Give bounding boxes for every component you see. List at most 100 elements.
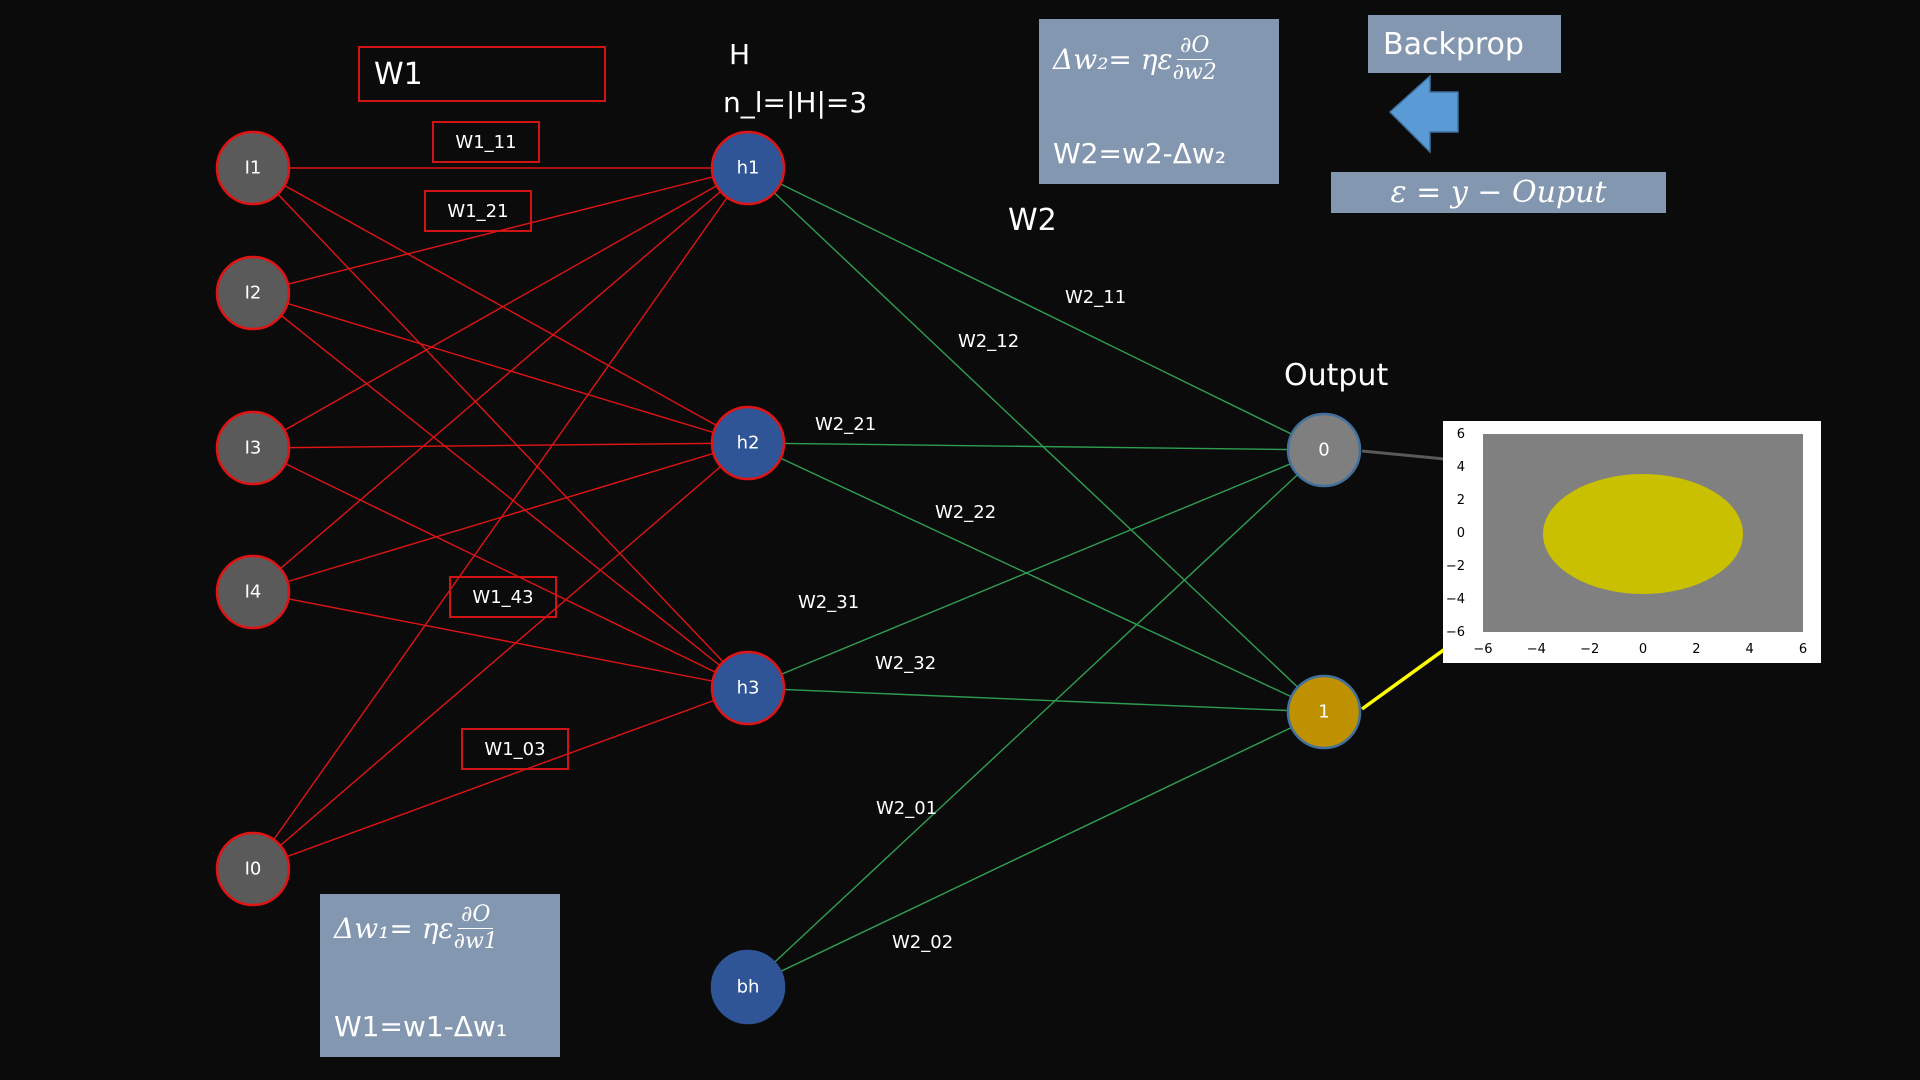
input-node-label: I2 (245, 283, 262, 304)
w2-delta-text: Δw₂= ηε (1053, 43, 1173, 76)
w2-update-formula-panel: Δw₂= ηε ∂O ∂w2 W2=w2-Δw₂ (1039, 19, 1279, 184)
w1-edge (252, 447, 749, 689)
w2-edge (747, 167, 1325, 451)
y-tick-label: −4 (1446, 592, 1465, 607)
w1-delta-formula: Δw₁= ηε ∂O ∂w1 (334, 902, 498, 955)
w2-weight-label: W2_11 (1065, 287, 1126, 308)
w1-weight-box: W1_21 (424, 190, 532, 232)
y-axis-ticks: 6 4 2 0 −2 −4 −6 (1446, 427, 1465, 640)
y-tick-label: 2 (1457, 493, 1465, 508)
bias-node-label: bh (737, 977, 760, 998)
w1-fraction: ∂O ∂w1 (454, 902, 498, 955)
w1-weight-label: W1_03 (484, 738, 546, 760)
x-tick-label: 4 (1746, 642, 1754, 657)
error-formula: ε = y − Ouput (1390, 175, 1607, 210)
w2-fraction-denominator: ∂w2 (1172, 60, 1217, 85)
w1-edges (252, 167, 749, 870)
w2-edges (747, 167, 1325, 988)
w1-weight-label: W1_11 (455, 131, 517, 153)
y-tick-label: 6 (1457, 427, 1465, 442)
w1-edge (252, 687, 749, 870)
w2-edge (747, 449, 1325, 689)
input-node-label: I3 (245, 438, 262, 459)
w1-edge (252, 292, 749, 689)
class-1-region (1543, 474, 1743, 594)
input-node: I0 (215, 831, 291, 907)
w1-weight-label: W1_21 (447, 200, 509, 222)
output-node-circle (1286, 412, 1362, 488)
x-tick-label: −4 (1527, 642, 1546, 657)
w1-weight-box: W1_43 (449, 576, 557, 618)
input-node: I3 (215, 410, 291, 486)
w1-weight-box: W1_11 (432, 121, 540, 163)
input-node-label: I0 (245, 859, 262, 880)
output-node-label: 0 (1318, 440, 1329, 461)
hidden-node: h2 (710, 405, 786, 481)
error-formula-box: ε = y − Ouput (1331, 172, 1666, 213)
w1-weight-label: W1_43 (472, 586, 534, 608)
w2-weight-label: W2_02 (892, 932, 953, 953)
hidden-node-circle (710, 650, 786, 726)
x-tick-label: 6 (1799, 642, 1807, 657)
w1-edge (252, 167, 749, 444)
x-tick-label: 0 (1639, 642, 1647, 657)
w2-fraction: ∂O ∂w2 (1173, 33, 1217, 86)
w1-update-rule: W1=w1-Δw₁ (334, 1010, 508, 1043)
input-node-circle (215, 255, 291, 331)
y-tick-label: −2 (1446, 559, 1465, 574)
input-node-circle (215, 831, 291, 907)
input-node-circle (215, 130, 291, 206)
backprop-label: Backprop (1383, 26, 1524, 62)
hidden-node-label: h2 (737, 433, 760, 454)
left-arrow-icon (1388, 74, 1459, 154)
input-node-label: I4 (245, 582, 262, 603)
y-tick-label: −6 (1446, 625, 1465, 640)
w1-edge (252, 167, 749, 870)
w1-fraction-numerator: ∂O (457, 902, 494, 929)
x-tick-label: −2 (1580, 642, 1599, 657)
hidden-node-circle (710, 130, 786, 206)
input-node: I1 (215, 130, 291, 206)
hidden-layer-title: H (729, 38, 751, 71)
w2-edge (747, 442, 1325, 713)
w2-fraction-numerator: ∂O (1176, 33, 1213, 60)
w2-weight-label: W2_21 (815, 414, 876, 435)
w1-weight-box: W1_03 (461, 728, 569, 770)
output-node: 1 (1286, 674, 1362, 750)
hidden-layer-count: n_l=|H|=3 (723, 86, 868, 119)
w1-edge (252, 167, 749, 689)
decision-boundary-plot: −6 −4 −2 0 2 4 6 6 4 2 0 −2 −4 −6 (1443, 421, 1821, 663)
w1-title: W1 (374, 56, 423, 92)
bias-node: bh (710, 949, 786, 1025)
output-node-label: 1 (1318, 702, 1329, 723)
hidden-node: h1 (710, 130, 786, 206)
w2-title: W2 (1008, 203, 1057, 238)
w1-edge (252, 167, 749, 593)
w1-edge (252, 591, 749, 689)
w2-delta-formula: Δw₂= ηε ∂O ∂w2 (1053, 33, 1217, 86)
w1-edge (252, 292, 749, 444)
w1-update-formula-panel: Δw₁= ηε ∂O ∂w1 W1=w1-Δw₁ (320, 894, 560, 1057)
input-node-circle (215, 410, 291, 486)
w1-edge (252, 167, 749, 449)
w2-edge (747, 711, 1325, 988)
hidden-node-circle (710, 405, 786, 481)
w2-weight-label: W2_22 (935, 502, 996, 523)
y-tick-label: 0 (1457, 526, 1465, 541)
input-node-circle (215, 554, 291, 630)
x-tick-label: 2 (1692, 642, 1700, 657)
input-node-label: I1 (245, 158, 262, 179)
w2-edge (747, 442, 1325, 451)
w1-edge (252, 442, 749, 449)
plot-canvas: −6 −4 −2 0 2 4 6 6 4 2 0 −2 −4 −6 (1446, 427, 1807, 657)
hidden-node-label: h1 (737, 158, 760, 179)
input-node: I4 (215, 554, 291, 630)
w2-weight-label: W2_12 (958, 331, 1019, 352)
w2-weight-label: W2_01 (876, 798, 937, 819)
y-tick-label: 4 (1457, 460, 1465, 475)
output-node-circle (1286, 674, 1362, 750)
